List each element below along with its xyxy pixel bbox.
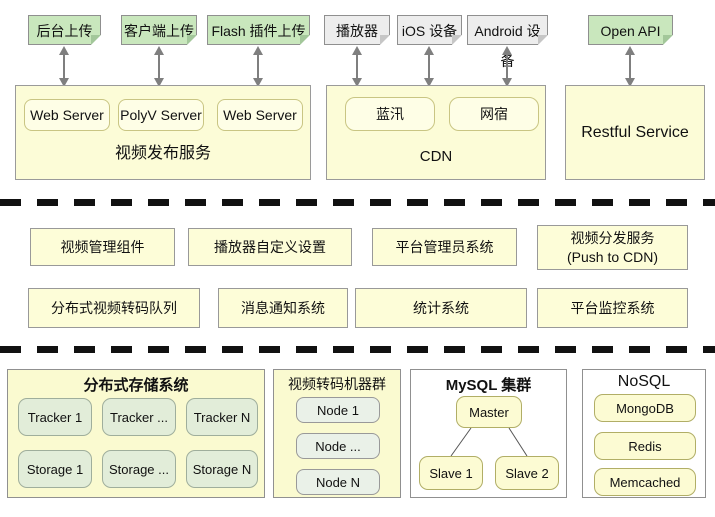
arrow-backend-upload <box>59 46 69 87</box>
transcode-cluster-container: 视频转码机器群 Node 1 Node ... Node N <box>273 369 401 498</box>
mongodb-box: MongoDB <box>594 394 696 422</box>
cdn-container: 蓝汛 网宿 CDN <box>326 85 546 180</box>
statistics-system-box: 统计系统 <box>355 288 527 328</box>
node-n-box: Node N <box>296 469 380 495</box>
polyv-server-box: PolyV Server <box>118 99 204 131</box>
sticky-note-player: 播放器 <box>324 15 390 45</box>
mysql-master-box: Master <box>456 396 522 428</box>
player-custom-settings-box: 播放器自定义设置 <box>188 228 352 266</box>
video-distribution-service-box: 视频分发服务 (Push to CDN) <box>537 225 688 270</box>
video-publish-service-container: Web Server PolyV Server Web Server 视频发布服… <box>15 85 311 180</box>
distributed-storage-container: 分布式存储系统 Tracker 1 Tracker ... Tracker N … <box>7 369 265 498</box>
dashed-separator-bottom <box>0 346 715 353</box>
redis-box: Redis <box>594 432 696 460</box>
sticky-note-flash-upload: Flash 插件上传 <box>207 15 310 45</box>
transcode-cluster-title: 视频转码机器群 <box>288 376 386 392</box>
sticky-note-client-upload: 客户端上传 <box>121 15 197 45</box>
nosql-container: NoSQL MongoDB Redis Memcached <box>582 369 706 498</box>
video-publish-service-title: 视频发布服务 <box>114 145 211 162</box>
distributed-transcode-queue-box: 分布式视频转码队列 <box>28 288 200 328</box>
restful-service-container: Restful Service <box>565 85 705 180</box>
web-server-box-2: Web Server <box>217 99 303 131</box>
sticky-note-ios-device: iOS 设备 <box>397 15 462 45</box>
web-server-box-1: Web Server <box>24 99 110 131</box>
storage-1-box: Storage 1 <box>18 450 92 488</box>
nosql-title: NoSQL <box>617 373 671 390</box>
storage-n-box: Storage N <box>186 450 258 488</box>
mysql-cluster-container: MySQL 集群 Master Slave 1 Slave 2 <box>410 369 567 498</box>
platform-monitor-system-box: 平台监控系统 <box>537 288 688 328</box>
dashed-separator-top <box>0 199 715 206</box>
cdn-provider-lanxun-box: 蓝汛 <box>345 97 435 131</box>
tracker-1-box: Tracker 1 <box>18 398 92 436</box>
arrow-open-api <box>625 46 635 87</box>
mysql-slave-2-box: Slave 2 <box>495 456 559 490</box>
node-1-box: Node 1 <box>296 397 380 423</box>
storage-etc-box: Storage ... <box>102 450 176 488</box>
mysql-cluster-title: MySQL 集群 <box>445 377 532 394</box>
memcached-box: Memcached <box>594 468 696 496</box>
arrow-client-upload <box>154 46 164 87</box>
platform-admin-system-box: 平台管理员系统 <box>372 228 517 266</box>
tracker-etc-box: Tracker ... <box>102 398 176 436</box>
sticky-note-backend-upload: 后台上传 <box>28 15 101 45</box>
message-notify-system-box: 消息通知系统 <box>218 288 348 328</box>
node-etc-box: Node ... <box>296 433 380 459</box>
arrow-ios-device <box>424 46 434 87</box>
arrow-flash-upload <box>253 46 263 87</box>
distributed-storage-title: 分布式存储系统 <box>83 377 189 394</box>
cdn-title: CDN <box>419 148 453 165</box>
video-management-component-box: 视频管理组件 <box>30 228 175 266</box>
sticky-note-open-api: Open API <box>588 15 673 45</box>
arrow-android-device <box>502 46 512 87</box>
cdn-provider-wangsu-box: 网宿 <box>449 97 539 131</box>
tracker-n-box: Tracker N <box>186 398 258 436</box>
sticky-note-android-device: Android 设备 <box>467 15 548 69</box>
arrow-player <box>352 46 362 87</box>
mysql-slave-1-box: Slave 1 <box>419 456 483 490</box>
